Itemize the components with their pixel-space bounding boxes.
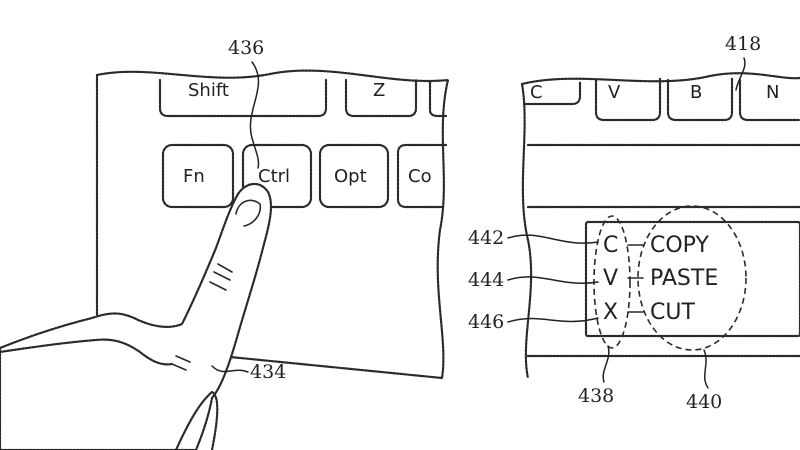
key-opt-label: Opt	[334, 166, 367, 187]
ref-444: 444	[468, 269, 504, 291]
left-keyboard-outline	[95, 69, 450, 380]
key-partial-top[interactable]	[428, 80, 448, 118]
key-c-top[interactable]	[522, 80, 582, 106]
key-c-top-label: C	[530, 82, 543, 103]
leader-444	[507, 276, 599, 284]
shortcut-panel	[584, 220, 800, 338]
key-v-top[interactable]	[594, 76, 662, 122]
shortcut-action-copy: COPY	[650, 233, 709, 258]
ref-418: 418	[725, 33, 761, 55]
shortcut-key-v: V	[603, 266, 618, 291]
key-z-label: Z	[373, 80, 385, 101]
leader-440	[703, 349, 709, 389]
ref-436: 436	[228, 37, 264, 59]
finger-crease-1	[217, 263, 233, 273]
ref-446: 446	[468, 311, 504, 333]
palm-crease	[175, 355, 191, 363]
leader-442	[507, 234, 599, 244]
leader-418	[735, 57, 746, 91]
reference-numerals: 436 418 442 444 446 434 438 440	[211, 33, 761, 413]
key-fn-label: Fn	[183, 166, 205, 187]
key-b-top[interactable]	[666, 76, 734, 122]
key-n-top-label: N	[766, 82, 779, 103]
key-cmd-partial[interactable]	[396, 143, 448, 209]
right-keyboard: C V B N C COPY V PASTE X CUT	[520, 72, 800, 380]
thumb-outline	[0, 338, 174, 366]
key-v-top-label: V	[608, 82, 621, 103]
leader-436	[249, 61, 260, 169]
palm-crease-2	[171, 363, 187, 371]
key-cmd-label: Co	[408, 166, 432, 187]
left-keyboard: Shift Z Fn Ctrl Opt Co	[95, 69, 450, 380]
leader-446	[507, 317, 599, 323]
finger-crease-3	[209, 281, 227, 291]
ref-434: 434	[250, 361, 286, 383]
shortcut-action-cut: CUT	[650, 300, 695, 325]
right-keyboard-outline	[520, 72, 800, 380]
key-shift[interactable]	[158, 78, 328, 118]
key-fn[interactable]	[161, 143, 235, 209]
fingernail	[235, 199, 262, 227]
shortcut-action-paste: PASTE	[650, 266, 718, 291]
finger-crease-2	[213, 271, 231, 281]
key-b-top-label: B	[690, 82, 702, 103]
shortcut-key-c: C	[603, 233, 618, 258]
key-n-top[interactable]	[738, 78, 800, 122]
shortcut-key-x: X	[603, 300, 618, 325]
knuckle-line	[174, 390, 219, 450]
ref-440: 440	[686, 391, 722, 413]
action-group-outline-440	[637, 205, 747, 351]
key-ctrl-label: Ctrl	[258, 166, 290, 187]
ref-438: 438	[578, 385, 614, 407]
key-z[interactable]	[344, 78, 418, 118]
leader-438	[602, 345, 610, 383]
hand-outline	[0, 182, 273, 450]
key-ctrl[interactable]	[241, 143, 313, 209]
hand-illustration	[0, 182, 273, 450]
ref-442: 442	[468, 227, 504, 249]
leader-434	[211, 365, 249, 373]
key-shift-label: Shift	[188, 80, 229, 101]
key-opt[interactable]	[318, 143, 390, 209]
